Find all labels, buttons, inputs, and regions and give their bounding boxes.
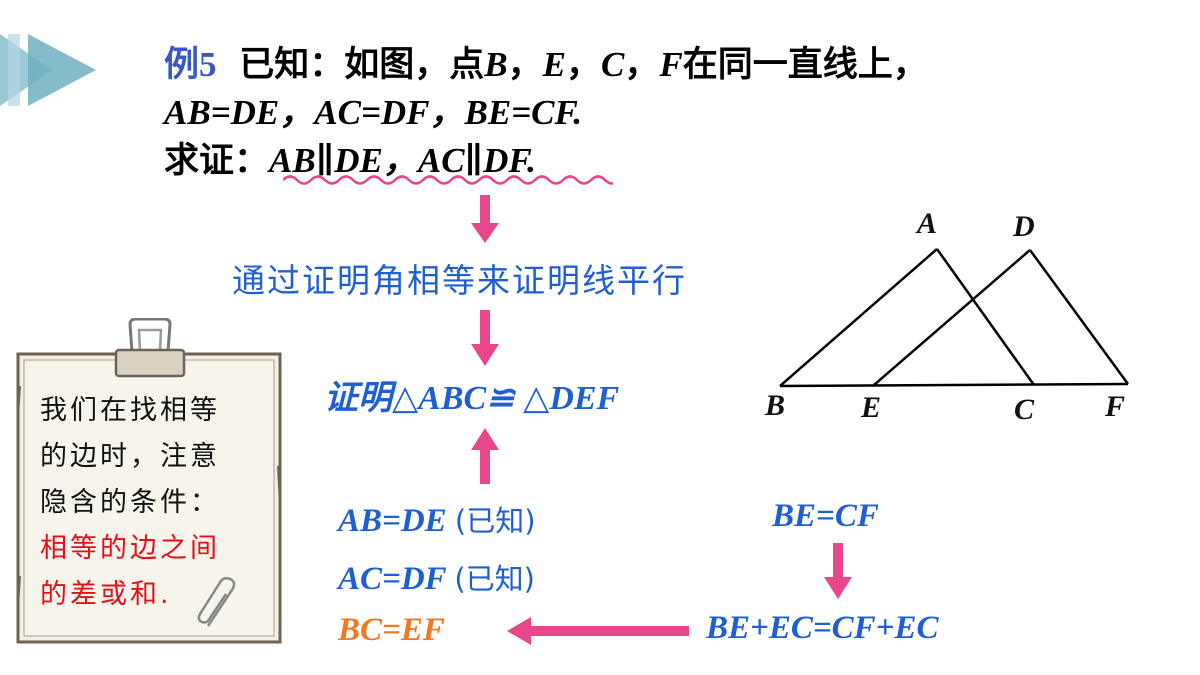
segment-bf: [779, 382, 1129, 388]
given-prefix: 已知：如图，点: [239, 45, 485, 84]
note-highlight-1: 相等的边之间: [40, 533, 220, 564]
triangle-diagram: [779, 248, 1130, 388]
separator: ，: [624, 45, 660, 84]
condition-ab-de: AB=DE (已知): [338, 498, 536, 540]
note-line-2: 的边时，注意: [40, 441, 220, 472]
point-c: C: [601, 45, 625, 84]
segment-df: [1028, 249, 1130, 385]
cond1-expr: AB=DE: [338, 503, 447, 539]
cond2-expr: AC=DF: [338, 561, 447, 597]
play-logo-icon: [0, 34, 96, 106]
note-card-background: [16, 352, 282, 644]
congruence-text: 证明△ABC≌ △DEF: [324, 380, 620, 417]
given-suffix: 在同一直线上，: [682, 45, 928, 84]
cond2-note: (已知): [454, 562, 535, 596]
derived-equation: BE+EC=CF+EC: [706, 610, 939, 646]
prove-line: 求证：AB∥DE，AC∥DF.: [164, 132, 536, 183]
given-line-2: AB=DE，AC=DF，BE=CF.: [164, 93, 583, 132]
given-be-cf: BE=CF: [772, 498, 879, 534]
strategy-text: 通过证明角相等来证明线平行: [232, 261, 687, 300]
segment-de: [873, 249, 1031, 386]
segment-ac: [935, 248, 1036, 386]
label-c: C: [1014, 393, 1035, 426]
note-line-1: 我们在找相等: [40, 395, 220, 426]
separator: ，: [507, 45, 543, 84]
wavy-underline: [283, 175, 613, 185]
prove-prefix: 求证：: [164, 141, 270, 180]
example-label: 例5: [164, 45, 217, 84]
given-line-1: 例5 已知：如图，点B，E，C，F在同一直线上，: [164, 36, 928, 87]
binder-clip-icon: [114, 318, 186, 378]
point-b: B: [484, 45, 508, 84]
condition-ac-df: AC=DF (已知): [338, 556, 535, 598]
arrow-left-icon: [507, 617, 689, 645]
arrow-down-icon: [471, 310, 499, 366]
label-b: B: [765, 389, 786, 422]
cond1-note: (已知): [454, 504, 536, 538]
note-highlight-2: 的差或和.: [40, 579, 172, 610]
point-e: E: [542, 45, 567, 84]
arrow-down-icon: [824, 543, 852, 599]
label-d: D: [1013, 210, 1035, 243]
label-e: E: [861, 391, 882, 424]
paperclip-icon: [197, 576, 236, 627]
condition-bc-ef: BC=EF: [338, 612, 445, 648]
label-a: A: [917, 207, 938, 240]
segment-ab: [779, 248, 938, 387]
arrow-up-icon: [471, 428, 499, 484]
separator: ，: [566, 45, 602, 84]
arrow-down-icon: [471, 195, 499, 243]
note-line-3: 隐含的条件：: [40, 487, 220, 518]
prove-statement: AB∥DE，AC∥DF.: [269, 141, 536, 180]
point-f: F: [659, 45, 683, 84]
label-f: F: [1105, 390, 1126, 423]
